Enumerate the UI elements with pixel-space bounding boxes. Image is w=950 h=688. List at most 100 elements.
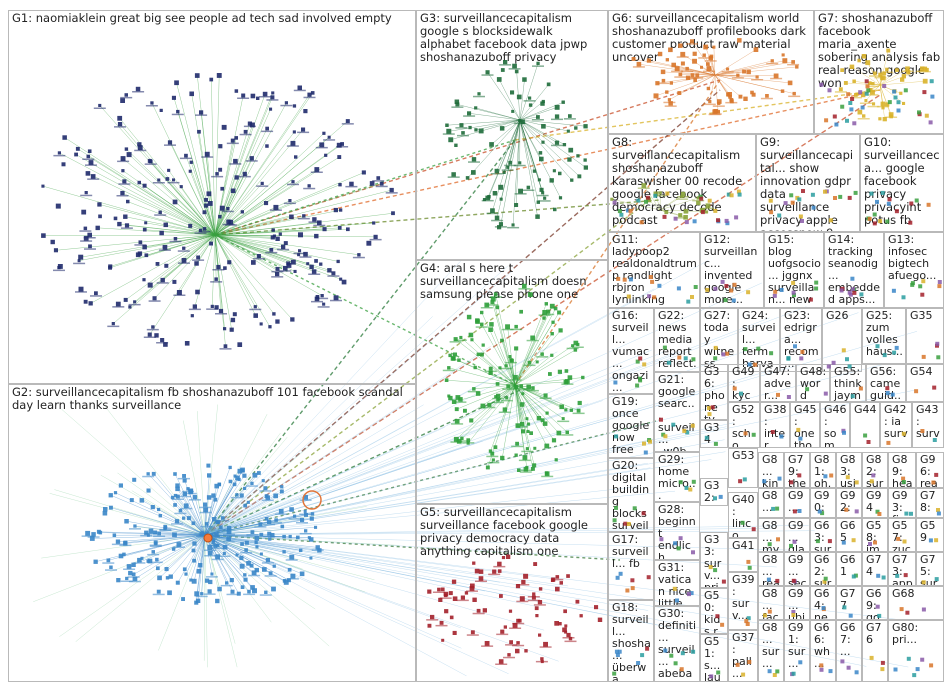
group-g41[interactable]: G41 [728,538,758,572]
group-g35[interactable]: G35 [906,308,944,364]
group-g82[interactable]: G82: sur... [862,452,888,488]
group-g68[interactable]: G68 [888,586,944,620]
group-g17[interactable]: G17: surveill... fb [608,532,654,600]
group-g48[interactable]: G48: word exhib... [796,364,830,402]
group-g3[interactable]: G3: surveillancecapitalism google s bloc… [416,10,608,260]
group-g44-label: G44 [854,403,877,416]
small-node-76-0 [895,573,900,578]
group-g78[interactable]: G78: co... [916,488,944,518]
group-g59[interactable]: G59 [916,518,944,552]
group-g83[interactable]: G83: usi... [836,452,862,488]
group-g37[interactable]: G37: pall... surv... [728,630,758,682]
group-g47[interactable]: G47: adver... [760,364,796,402]
group-g36[interactable]: G36: phone tv track... [700,364,728,420]
group-g10[interactable]: G10: surveillanceca... google facebook p… [860,134,944,232]
group-g33[interactable]: G33: surv... priva... data... [700,532,728,588]
node-label-g1-169 [188,308,201,311]
group-g93[interactable]: G93: fin... [888,488,916,518]
group-g50[interactable]: G50: kids r addi... [700,588,728,634]
group-g74[interactable]: G74 [862,552,888,586]
group-g9-gla[interactable]: G9... gla... [784,518,810,552]
group-g52[interactable]: G52: scho... new... [728,402,760,448]
group-g66[interactable]: G66: wh... [810,620,836,682]
node-g1-148 [167,140,173,145]
group-g90[interactable]: G90: sur... [810,488,836,518]
group-g81[interactable]: G81: oh... [810,452,836,488]
group-g22[interactable]: G22: news media report reflect... [654,308,700,372]
group-g96[interactable]: G96: read [916,452,944,488]
group-g80[interactable]: G80: pri... [888,620,944,682]
edge-g2-83 [204,487,266,536]
group-g67[interactable]: G67: ... [836,620,862,682]
group-g43[interactable]: G43: surv... [912,402,944,448]
group-g9-ubi[interactable]: G9... ubi... [784,586,810,620]
node-label-g1-14 [194,232,207,234]
group-g45[interactable]: G45: one thos... [790,402,820,448]
node-label-g5-63 [495,663,508,665]
group-g76[interactable]: G76 [862,620,888,682]
small-node-19-4 [800,349,805,354]
group-g61[interactable]: G61 [836,552,862,586]
group-g55[interactable]: G55: think jaymf... [830,364,866,402]
group-g75[interactable]: G75: sur... [916,552,944,586]
group-g44[interactable]: G44 [850,402,880,448]
small-node-7-15 [707,198,712,203]
group-g21[interactable]: G21: google searc... surveil... _w0b... [654,372,700,452]
group-g8-now[interactable]: G8... now [758,488,784,518]
node-label-g6-34 [770,77,783,80]
group-g53[interactable]: G53 [728,448,758,488]
group-g65[interactable]: G65 [836,518,862,552]
group-g9-sur[interactable]: G9... sur... [784,488,810,518]
group-g4[interactable]: G4: aral s here t surveillancecapitalism… [416,260,608,504]
group-g46[interactable]: G46: som... [820,402,850,448]
group-g8-my[interactable]: G8... my... [758,518,784,552]
group-g64[interactable]: G64: ne... [810,586,836,620]
group-g2[interactable]: G2: surveillancecapitalism fb shoshanazu… [8,384,416,682]
group-g56[interactable]: G56: came guid... [866,364,906,402]
group-g23[interactable]: G23: edrigra... recom... age... [780,308,822,372]
small-node-54-1 [817,509,822,514]
edge-g4-105 [497,383,516,386]
group-g58[interactable]: G58: imp... [862,518,888,552]
group-g1[interactable]: G1: naomiaklein great big see people ad … [8,10,416,384]
group-g73[interactable]: G73: app... [888,552,916,586]
group-g91[interactable]: G91: sur... [784,620,810,682]
group-g69[interactable]: G69: goo... [862,586,888,620]
group-g16[interactable]: G16: surveill... vumac... ongazi... dont… [608,308,654,394]
small-node-8-13 [789,193,794,198]
group-g7[interactable]: G7: shoshanazuboff facebook maria_axente… [814,10,944,134]
group-g8-kin[interactable]: G8... kin... [758,452,784,488]
group-g9-sec[interactable]: G9... sec... [784,552,810,586]
node-g1-52 [314,233,319,239]
group-g15[interactable]: G15: blog uofgsocio... jggnx surveillan.… [764,232,824,308]
node-g1-8 [249,156,254,161]
group-g54[interactable]: G54 [906,364,944,402]
node-g1-246 [314,167,320,172]
small-node-45-0 [829,473,834,478]
group-g8-sur[interactable]: G8... sur... [758,620,784,682]
group-g8-fac[interactable]: G8... fac... [758,586,784,620]
edge-g4-23 [514,384,548,447]
group-g51[interactable]: G51: s... laun... [700,634,728,682]
faint-edge-g2-23 [204,351,665,536]
group-g63[interactable]: G63: sur... [810,518,836,552]
node-g1-79 [286,263,292,268]
node-label-g1-146 [375,185,388,188]
group-g39[interactable]: G39: surv... [728,572,758,630]
group-g9[interactable]: G9: surveillancecapital... show innovati… [756,134,860,232]
node-g7-18 [905,66,910,71]
group-g79[interactable]: G79: the... [784,452,810,488]
group-g56-label: G56: came guid... [870,365,901,402]
group-g13[interactable]: G13: infosec bigtech afuego... [884,232,944,308]
group-g32-label: G32: long [704,479,721,506]
group-g11[interactable]: G11: ladypoop2 realdonaldtrump randlight… [608,232,700,308]
group-g94[interactable]: G94 [862,488,888,518]
group-g26[interactable]: G26 [822,308,862,372]
group-g32[interactable]: G32: long [700,478,728,506]
group-g29[interactable]: G29: home micro... hidde... [654,452,700,502]
group-g5[interactable]: G5: surveillancecapitalism surveillance … [416,504,608,682]
node-g1-198 [333,295,339,301]
group-g92[interactable]: G92: sur... [836,488,862,518]
group-g40[interactable]: G40: linco... surv... [728,492,758,538]
group-g28[interactable]: G28: beginnt endlich danke... [654,502,700,560]
